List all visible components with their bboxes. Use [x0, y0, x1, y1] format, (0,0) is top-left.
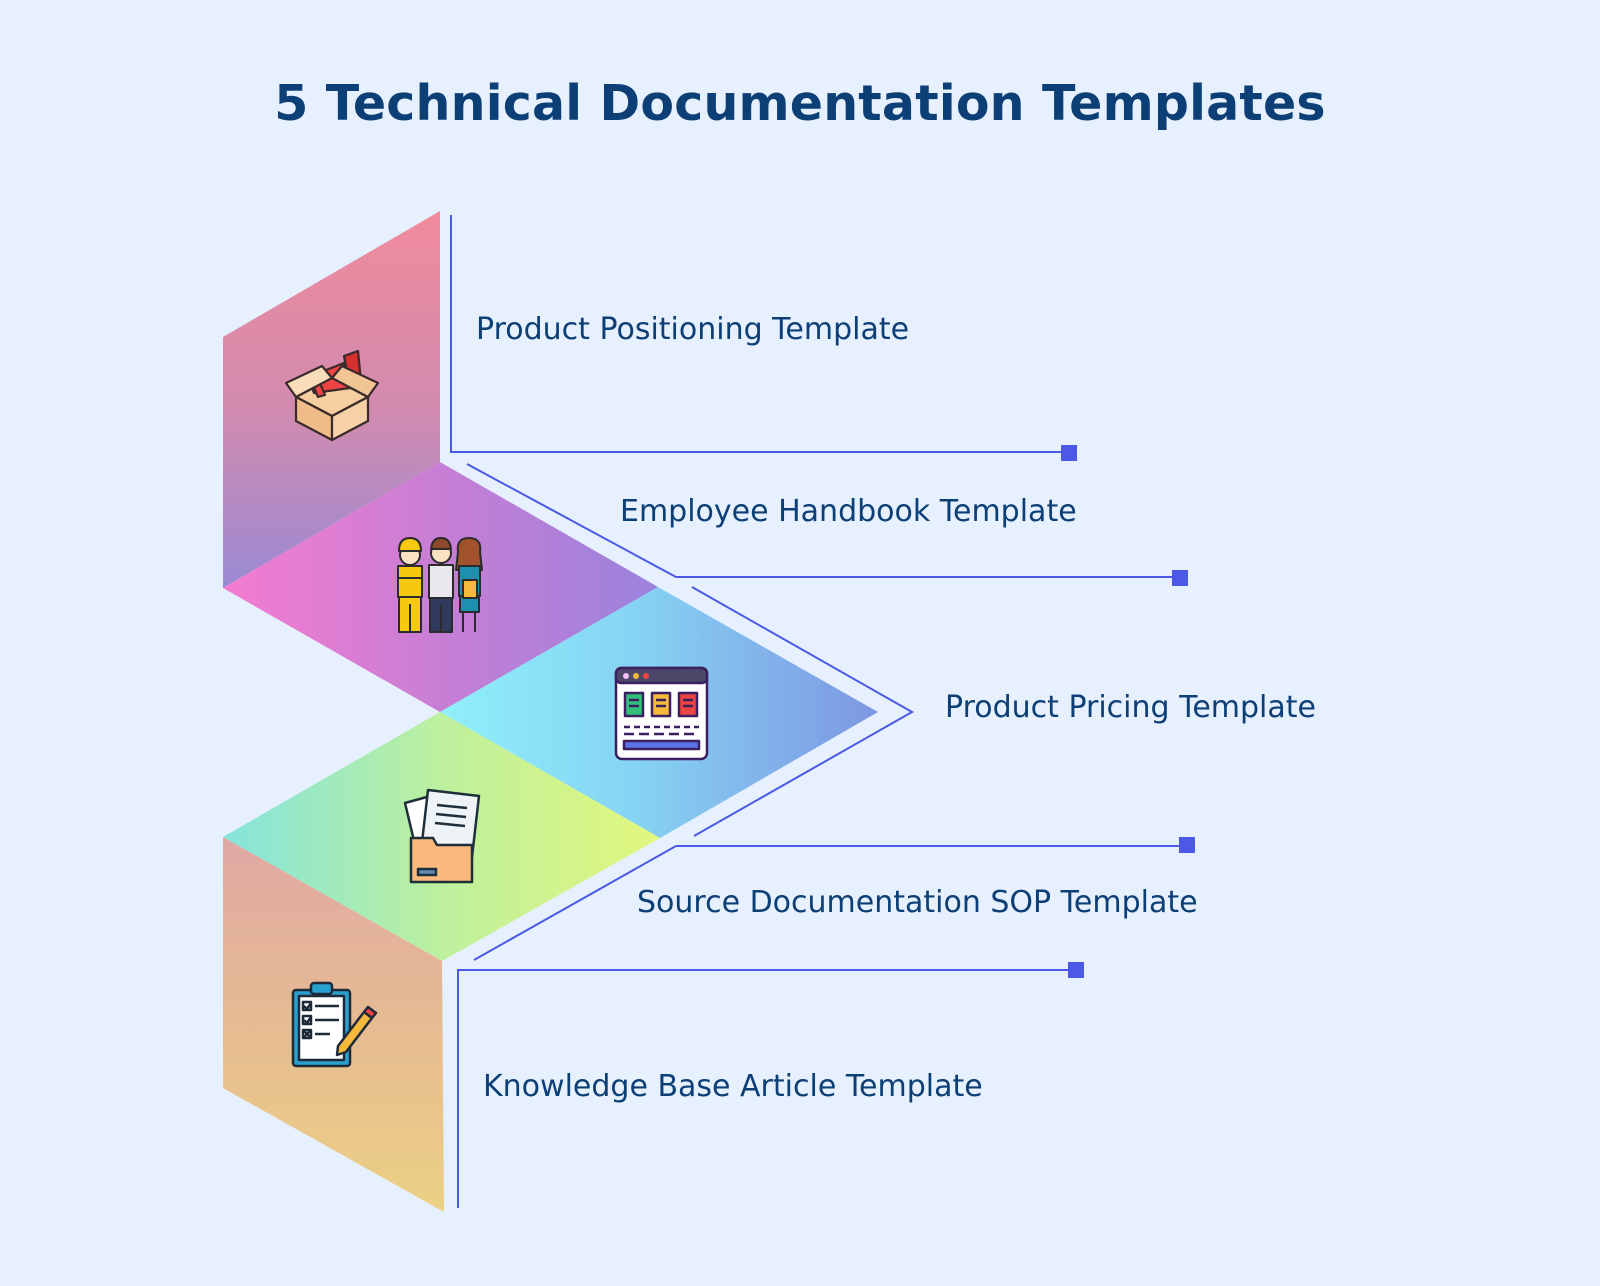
connector-line-4 [473, 845, 1185, 961]
checklist-clipboard-icon [291, 981, 378, 1068]
label-source-documentation-sop: Source Documentation SOP Template [637, 885, 1198, 920]
pricing-table-window-icon [614, 666, 709, 761]
label-product-positioning: Product Positioning Template [476, 312, 910, 347]
connector-end-4 [1179, 837, 1195, 853]
label-product-pricing: Product Pricing Template [945, 690, 1316, 725]
document-folder-icon [403, 788, 481, 884]
connector-line-1 [450, 215, 1067, 453]
connector-end-2 [1172, 570, 1188, 586]
connector-end-5 [1068, 962, 1084, 978]
label-knowledge-base-article: Knowledge Base Article Template [483, 1069, 983, 1104]
connector-line-3 [691, 586, 915, 837]
connector-end-1 [1061, 445, 1077, 461]
megaphone-box-icon [284, 349, 380, 442]
connector-line-2 [466, 463, 1178, 578]
team-people-icon [397, 537, 483, 633]
page-title: 5 Technical Documentation Templates [274, 75, 1326, 132]
connector-line-5 [457, 969, 1076, 1208]
label-employee-handbook: Employee Handbook Template [620, 494, 1077, 529]
